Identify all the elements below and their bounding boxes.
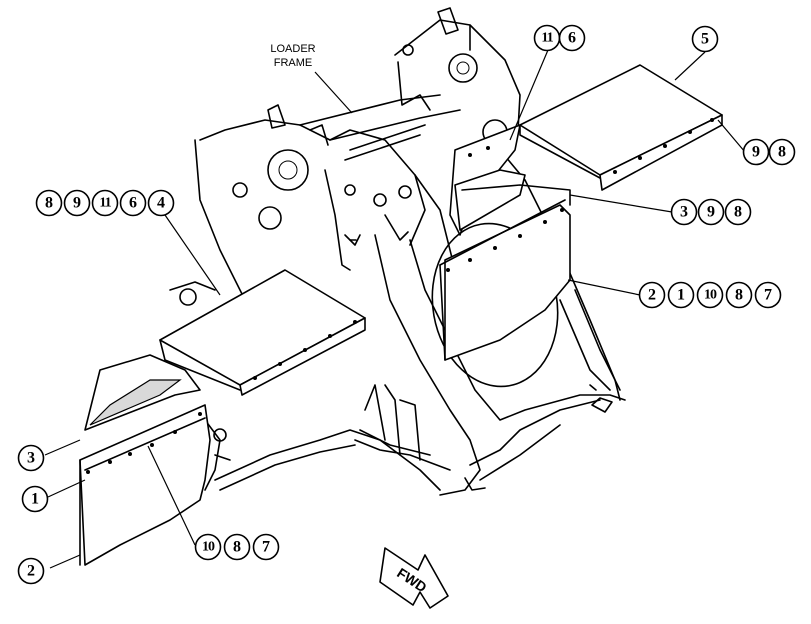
callout-number: 6	[568, 30, 576, 47]
callout-number: 2	[648, 287, 656, 304]
callout-circle	[147, 189, 175, 217]
callout-circle	[768, 138, 796, 166]
callout-number: 8	[735, 287, 743, 304]
callout-circle	[17, 444, 45, 472]
callout-circle	[558, 24, 586, 52]
callout-circle	[742, 138, 770, 166]
callout-number: 1	[677, 287, 685, 304]
callout-number: 1	[31, 491, 39, 508]
loader-frame-label-line1: LOADER	[270, 43, 315, 55]
callout-number: 11	[541, 31, 553, 46]
callout-circle	[63, 189, 91, 217]
left-side-guard	[79, 354, 211, 566]
callout-number: 11	[99, 196, 111, 211]
callout-number: 6	[129, 195, 137, 212]
loader-frame-label: LOADER FRAME	[270, 43, 353, 114]
callout-circle	[696, 281, 724, 309]
callout-circle	[724, 198, 752, 226]
callout-group-bottom-10-8-7: 10 8 7	[194, 533, 280, 561]
fwd-label: FWD	[394, 565, 429, 596]
callout-number: 7	[764, 287, 772, 304]
callout-number: 9	[707, 204, 715, 221]
callout-circle	[638, 281, 666, 309]
callout-circle	[194, 533, 222, 561]
callout-circle	[667, 281, 695, 309]
callout-circle	[21, 485, 49, 513]
loader-frame-label-line2: FRAME	[274, 57, 313, 69]
callout-group-left-2: 2	[17, 557, 45, 585]
left-upper-guard	[159, 269, 366, 396]
callout-number: 9	[73, 195, 81, 212]
callout-circle	[223, 533, 251, 561]
callout-circle	[91, 189, 119, 217]
right-upper-guard	[519, 64, 723, 191]
callout-number: 7	[262, 539, 270, 556]
callout-circle	[697, 198, 725, 226]
callout-group-left-3: 3	[17, 444, 45, 472]
callout-number: 8	[45, 195, 53, 212]
callout-number: 3	[27, 450, 35, 467]
callout-group-right-2-1-10-8-7: 2 1 10 8 7	[638, 281, 782, 309]
callout-number: 2	[27, 563, 35, 580]
callout-circle	[35, 189, 63, 217]
callout-group-left-8-9-11-6-4: 8 9 11 6 4	[35, 189, 175, 217]
callout-circle	[119, 189, 147, 217]
callout-number: 3	[680, 204, 688, 221]
callout-group-left-1: 1	[21, 485, 49, 513]
callout-group-right-3-9-8: 3 9 8	[670, 198, 752, 226]
callout-number: 8	[233, 539, 241, 556]
callout-group-top-right-5: 5	[691, 25, 719, 53]
callout-number: 5	[701, 31, 709, 48]
callout-leaders	[44, 49, 746, 569]
callout-circle	[252, 533, 280, 561]
callout-number: 10	[704, 288, 717, 303]
callout-number: 4	[157, 195, 165, 212]
callout-number: 8	[734, 204, 742, 221]
callout-group-top-right-11-6: 11 6	[533, 24, 586, 52]
callout-circle	[691, 25, 719, 53]
callout-circle	[725, 281, 753, 309]
callout-circle	[17, 557, 45, 585]
fwd-arrow: FWD	[379, 547, 449, 609]
callout-number: 10	[202, 540, 215, 555]
callout-number: 9	[752, 144, 760, 161]
callout-circle	[754, 281, 782, 309]
callout-circle	[670, 198, 698, 226]
callout-number: 8	[778, 144, 786, 161]
right-side-guard	[439, 124, 571, 361]
